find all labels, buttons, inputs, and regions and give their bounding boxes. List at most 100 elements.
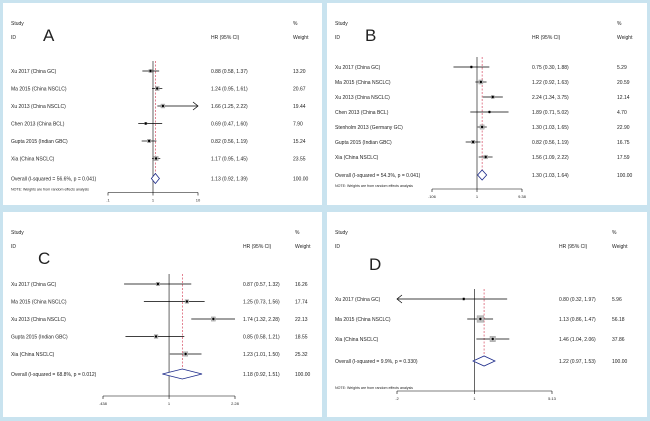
x-tick-label: .2 [395, 396, 399, 401]
point-estimate [488, 110, 491, 114]
overall-ci-text: 1.18 (0.92, 1.51) [243, 372, 280, 378]
study-label: Ma 2015 (China NSCLC) [11, 300, 67, 306]
study-label: Xu 2017 (China GC) [335, 297, 381, 303]
study-label: Chen 2013 (China BCL) [335, 110, 389, 116]
x-tick-label: 5.13 [548, 396, 557, 401]
study-ci-text: 1.66 (1.25, 2.22) [211, 104, 248, 110]
overall-diamond [162, 368, 203, 380]
study-label: Ma 2015 (China NSCLC) [335, 317, 391, 323]
header-percent: % [295, 230, 300, 236]
study-ci-text: 0.75 (0.30, 1.88) [532, 65, 569, 71]
x-tick-label: 1 [168, 401, 171, 406]
study-label: Xu 2013 (China NSCLC) [11, 317, 66, 323]
study-ci-text: 1.22 (0.92, 1.63) [532, 80, 569, 86]
ci-arrow-left [396, 294, 403, 304]
study-weight: 5.29 [617, 65, 627, 71]
x-tick-label: 2.28 [231, 401, 240, 406]
overall-label: Overall (I-squared = 9.9%, p = 0.330) [335, 359, 418, 365]
overall-ci-text: 1.13 (0.92, 1.39) [211, 177, 248, 183]
x-tick-label: .438 [99, 401, 108, 406]
study-label: Xu 2017 (China GC) [335, 65, 381, 71]
study-weight: 19.44 [293, 104, 306, 110]
panel-letter: B [365, 26, 376, 45]
header-weight: Weight [293, 35, 309, 41]
panel-letter: C [38, 249, 50, 268]
overall-label: Overall (I-squared = 54.3%, p = 0.041) [335, 173, 421, 179]
study-ci-text: 1.89 (0.71, 5.02) [532, 110, 569, 116]
point-estimate [470, 65, 473, 69]
study-weight: 20.67 [293, 87, 306, 93]
study-ci-text: 0.87 (0.57, 1.32) [243, 282, 280, 288]
overall-label: Overall (I-squared = 56.6%, p = 0.041) [11, 177, 97, 183]
overall-label: Overall (I-squared = 68.8%, p = 0.012) [11, 372, 97, 378]
x-tick-label: 1 [152, 198, 155, 203]
study-ci-text: 1.56 (1.09, 2.22) [532, 155, 569, 161]
header-study: Study [335, 21, 348, 27]
point-estimate [185, 300, 189, 303]
point-estimate [484, 155, 487, 159]
study-weight: 20.59 [617, 80, 630, 86]
point-estimate [491, 337, 494, 341]
header-id: ID [335, 35, 340, 41]
study-weight: 25.32 [295, 352, 308, 358]
study-ci-text: 1.25 (0.73, 1.56) [243, 300, 280, 306]
study-weight: 7.90 [293, 122, 303, 128]
panel-letter: D [369, 255, 381, 274]
study-label: Ma 2015 (China NSCLC) [11, 87, 67, 93]
study-weight: 22.90 [617, 125, 630, 131]
study-label: Xu 2013 (China NSCLC) [335, 95, 390, 101]
point-estimate [184, 352, 187, 356]
study-ci-text: 1.46 (1.04, 2.06) [559, 337, 596, 343]
header-id: ID [11, 244, 16, 250]
footnote: NOTE: Weights are from random effects an… [335, 386, 413, 390]
study-ci-text: 1.74 (1.32, 2.28) [243, 317, 280, 323]
x-tick-label: .1 [106, 198, 110, 203]
study-weight: 15.24 [293, 139, 306, 145]
overall-weight: 100.00 [293, 177, 309, 183]
study-label: Xia (China NSCLC) [335, 155, 379, 161]
study-label: Gupta 2015 (Indian GBC) [335, 140, 392, 146]
point-estimate [480, 125, 484, 129]
study-ci-text: 1.17 (0.95, 1.45) [211, 157, 248, 163]
point-estimate [161, 104, 165, 108]
point-estimate [491, 95, 494, 99]
header-weight: Weight [295, 244, 311, 250]
study-ci-text: 0.82 (0.56, 1.19) [211, 139, 248, 145]
point-estimate [462, 297, 465, 301]
point-estimate [479, 317, 482, 321]
point-estimate [212, 317, 215, 321]
panel-letter: A [43, 26, 55, 45]
ci-arrow-right [192, 101, 199, 111]
overall-weight: 100.00 [617, 173, 633, 179]
point-estimate [479, 80, 483, 84]
point-estimate [154, 157, 158, 160]
header-weight: Weight [617, 35, 633, 41]
header-percent: % [612, 230, 617, 236]
study-weight: 17.59 [617, 155, 630, 161]
point-estimate [156, 87, 159, 90]
study-weight: 56.18 [612, 317, 625, 323]
study-label: Xia (China NSCLC) [11, 352, 55, 358]
study-label: Gupta 2015 (Indian GBC) [11, 139, 68, 145]
study-weight: 12.14 [617, 95, 630, 101]
x-tick-label: 9.38 [518, 194, 527, 199]
header-weight: Weight [612, 244, 628, 250]
point-estimate [147, 139, 151, 143]
header-hr: HR (95% CI) [211, 35, 240, 41]
study-weight: 4.70 [617, 110, 627, 116]
study-ci-text: 0.88 (0.58, 1.37) [211, 69, 248, 75]
study-label: Chen 2013 (China BCL) [11, 122, 65, 128]
study-weight: 18.55 [295, 335, 308, 341]
x-tick-label: 10 [196, 198, 201, 203]
x-tick-label: 1 [473, 396, 476, 401]
study-label: Xu 2017 (China GC) [11, 69, 57, 75]
point-estimate [144, 122, 147, 125]
study-weight: 22.13 [295, 317, 308, 323]
header-percent: % [293, 21, 298, 27]
study-weight: 13.20 [293, 69, 306, 75]
